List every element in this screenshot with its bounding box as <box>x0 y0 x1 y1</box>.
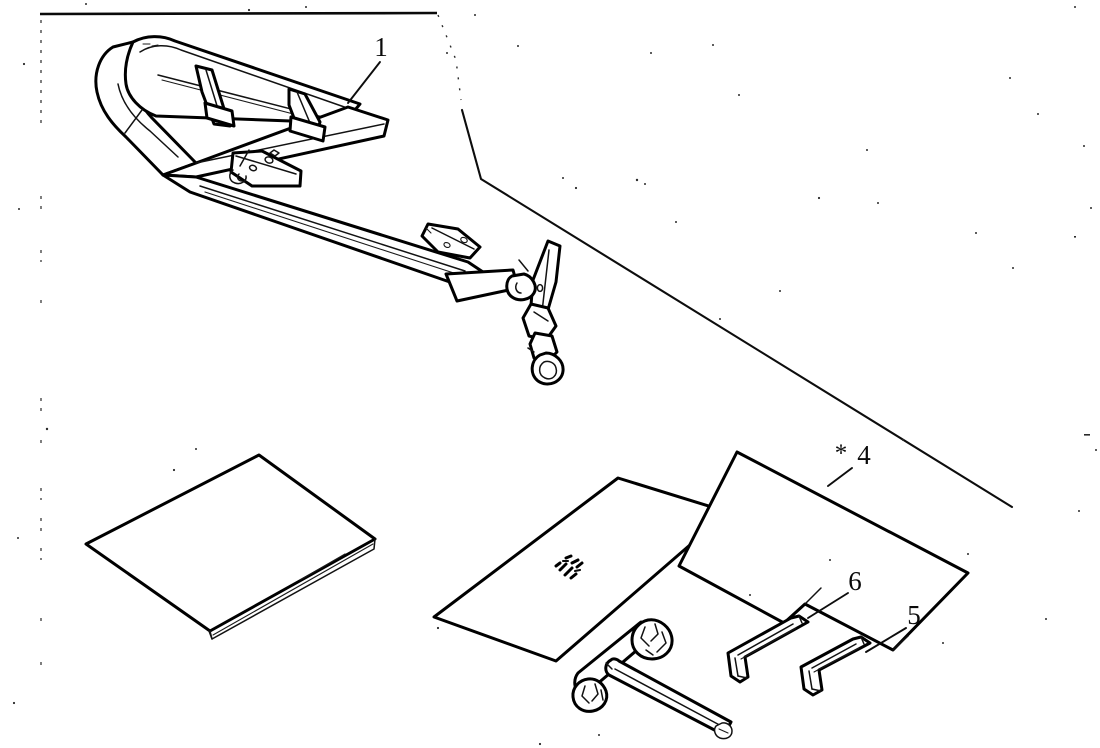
handle-arm-lower-edge <box>199 185 466 272</box>
tool-roll-front-tick <box>124 109 143 134</box>
roll-mark-b <box>151 44 159 47</box>
hex-key-large-body <box>726 614 810 684</box>
wrench-socket-facet-4 <box>645 649 654 656</box>
head-shackle-tick <box>527 347 535 353</box>
wrench-socket-facet-1 <box>640 626 650 647</box>
leader-line-4 <box>827 467 853 487</box>
hex-key-small-head-face <box>860 636 865 645</box>
booklet-top-face <box>84 453 377 633</box>
flat-booklet <box>84 453 377 640</box>
wrench-tommy-bar-tip-mark <box>718 728 729 734</box>
inner-sheet-face <box>432 476 730 663</box>
handle-clamp-left-lug <box>229 169 247 185</box>
frame-top-dotted-continuation <box>437 14 462 101</box>
wrench-socket-facet-2 <box>650 623 659 642</box>
handle-midclamp-hole-1 <box>460 236 468 244</box>
outer-sheet-pouch <box>677 450 970 652</box>
hex-key-large-tip-face <box>737 675 748 679</box>
callout-star-4: * <box>835 440 848 467</box>
head-shackle-ring-hole <box>538 360 558 380</box>
head-mid-link-inner <box>533 311 549 322</box>
handle-midclamp-edge <box>431 227 475 250</box>
handle-midclamp-tick <box>425 227 432 234</box>
wrench-socket-facet-3 <box>656 631 667 653</box>
outer-sheet-fold-b <box>892 635 909 651</box>
booklet-page-edge-bottom <box>209 630 213 640</box>
outer-sheet-face <box>677 450 970 652</box>
callout-label-5: 5 <box>907 600 921 630</box>
leader-line-5 <box>865 627 907 653</box>
handle-midclamp-hole-2 <box>443 241 451 249</box>
wrench-socket-small-facet-1 <box>581 685 590 704</box>
handle-clamp-diag <box>239 149 250 167</box>
hex-key-large-long-edge-2 <box>740 627 797 660</box>
head-neck-line <box>518 259 529 272</box>
tool-roll-top-ridge <box>139 45 354 111</box>
wrench-socket-small-facet-3 <box>600 689 604 701</box>
head-pivot-inner <box>515 282 522 294</box>
wrench-collar-tick <box>605 662 613 670</box>
frame-diagonal-rule <box>460 108 1014 509</box>
hex-key-small <box>799 635 872 697</box>
hex-key-large-short-edge <box>734 657 739 677</box>
handle-arm-lower-edge-2 <box>204 191 467 278</box>
outer-sheet-fold-a <box>804 587 822 605</box>
hex-key-small-long-edge-2 <box>813 647 860 673</box>
handle-clamp-stud <box>269 149 280 157</box>
tool-roll-front-fold <box>117 83 179 158</box>
leader-line-6 <box>807 592 849 619</box>
hex-key-small-tip-face <box>811 688 822 692</box>
callout-leaders <box>347 61 907 653</box>
callout-label-6: 6 <box>848 566 862 596</box>
strap-right-buckle <box>288 115 327 143</box>
handle-clamp-hole-2 <box>248 164 258 172</box>
frame-top-rule <box>39 11 438 16</box>
box-wrench <box>571 618 733 740</box>
head-hook-hole <box>536 283 544 293</box>
callout-labels: 1 * 4 6 5 <box>374 32 921 630</box>
frame-rules <box>39 11 1014 668</box>
hex-key-large-head-face <box>798 615 803 624</box>
leader-line-1 <box>347 61 381 104</box>
strap-left-buckle <box>203 101 236 128</box>
hex-key-large-long-edge <box>737 623 794 656</box>
hex-key-small-short-edge <box>808 670 813 690</box>
booklet-spine-hint <box>299 553 346 581</box>
scan-speckles <box>12 3 1097 746</box>
inner-sheet-logo <box>432 476 730 663</box>
handle-midclamp <box>420 222 482 260</box>
tool-roll-upper-body <box>123 35 362 125</box>
tool-roll-lower-flap-edge <box>195 123 385 164</box>
hex-key-small-long-edge <box>811 643 857 669</box>
handle-clamp-left-lug-2 <box>236 173 243 182</box>
hex-key-large <box>726 614 810 684</box>
handle-clamp-edge <box>235 155 297 175</box>
callout-label-1: 1 <box>374 32 388 62</box>
head-pivot-collar <box>505 272 537 302</box>
wrench-socket-small-facet-2 <box>591 683 599 702</box>
booklet-page-edge-right-2 <box>212 543 374 636</box>
wrench-socket-head-small <box>571 677 609 713</box>
wrench-tommy-bar-edge <box>614 668 728 730</box>
handle-clamp-hole-1 <box>264 156 274 164</box>
handlebar-tool-roll <box>94 35 565 386</box>
sheet-logo-mark <box>554 554 584 580</box>
head-hook-body-inner <box>541 249 550 313</box>
callout-label-4: 4 <box>857 440 871 470</box>
